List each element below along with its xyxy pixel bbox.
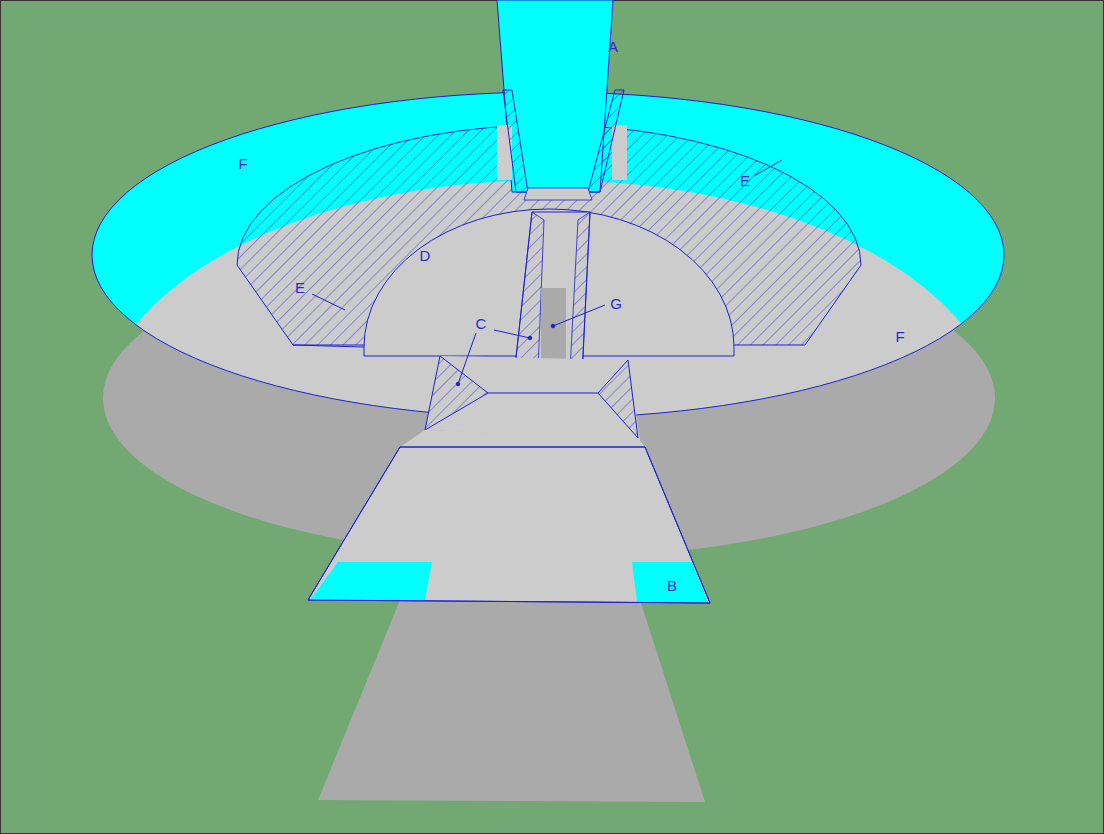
entrance-wall bbox=[425, 356, 488, 430]
trench-wall bbox=[570, 212, 590, 376]
ramp bbox=[308, 447, 710, 603]
part-letter: F bbox=[895, 329, 904, 344]
leader-lines bbox=[312, 160, 782, 386]
part-letter: D bbox=[420, 248, 431, 263]
central-trench bbox=[514, 212, 590, 376]
ring-shade bbox=[99, 180, 999, 660]
part-letter: E bbox=[740, 173, 750, 188]
part-letter: E bbox=[295, 280, 305, 295]
trench-wall bbox=[514, 212, 544, 376]
part-letter: G bbox=[610, 296, 622, 311]
entrance-floor bbox=[425, 356, 640, 440]
ramp-neck bbox=[400, 430, 645, 447]
trench-wall bbox=[503, 90, 528, 192]
part-letter: B bbox=[667, 578, 677, 593]
pit-slope-shade bbox=[99, 180, 999, 660]
part-letter: C bbox=[476, 316, 487, 331]
ramp-corner bbox=[632, 562, 708, 602]
trench-wall bbox=[588, 90, 624, 192]
part-letter: F bbox=[238, 156, 247, 171]
trench-floor bbox=[541, 288, 566, 362]
ramp-corner bbox=[310, 562, 432, 600]
lower-ramp bbox=[318, 600, 705, 802]
trench-step bbox=[524, 188, 592, 200]
entrance-wall bbox=[598, 360, 638, 438]
part-letter: A bbox=[608, 39, 618, 54]
